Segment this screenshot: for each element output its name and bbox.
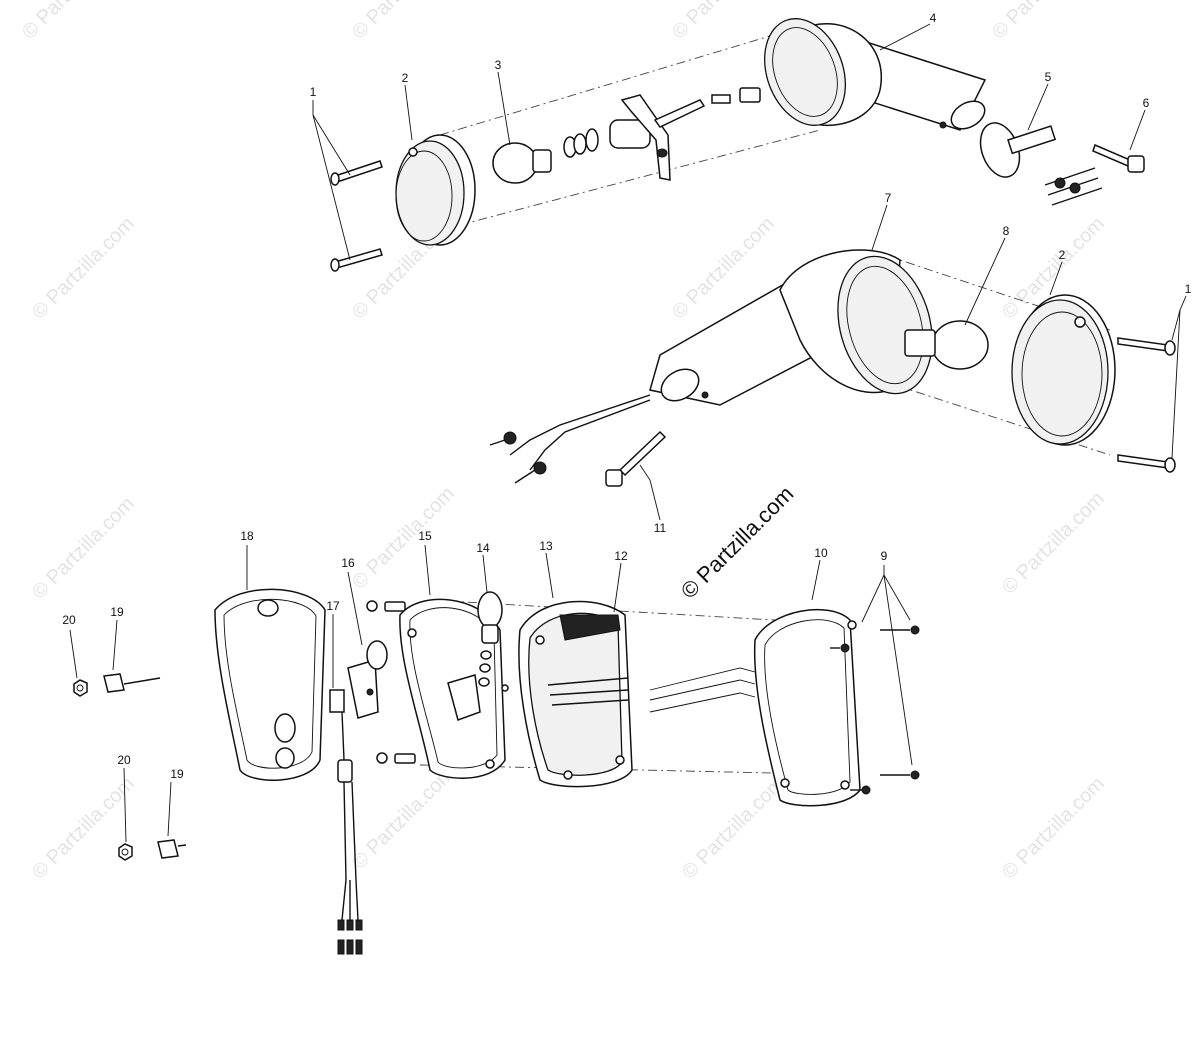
nut-part [73,679,88,697]
alignment-line [459,129,821,226]
tail-lens-part [518,600,633,788]
nut-part [118,843,133,861]
callout-16: 16 [341,556,355,570]
callout-20: 20 [62,613,76,627]
tail-light-assembly [73,588,920,955]
clip-part [157,839,187,859]
socket-part [609,94,706,181]
watermark: © Partzilla.com [678,773,789,884]
callout-12: 12 [614,549,628,563]
callout-9: 9 [881,549,888,563]
screw-part [1117,454,1176,473]
watermark: © Partzilla.com [348,483,459,594]
callout-15: 15 [418,529,432,543]
grommet-part [979,122,1057,178]
watermark: © Partzilla.com [28,213,139,324]
watermark: © Partzilla.com [348,763,459,874]
watermark: © Partzilla.com [668,0,779,44]
callout-3: 3 [495,58,502,72]
leader-lines [69,23,1187,843]
callout-11: 11 [654,521,667,535]
callout-19: 19 [110,605,124,619]
callout-10: 10 [814,546,828,560]
watermark: © Partzilla.com [998,488,1109,599]
callout-7: 7 [885,191,892,205]
cable-part [489,394,651,484]
callout-13: 13 [539,539,553,553]
callout-2: 2 [1059,248,1066,262]
screw-part [330,160,383,186]
callout-18: 18 [240,529,254,543]
screw-part [830,643,850,653]
screw-part [1117,337,1176,356]
callout-2: 2 [402,71,409,85]
callout-1: 1 [310,85,317,99]
gasket-part [214,588,326,781]
bulb-part [492,142,552,184]
main-watermark: © Partzilla.com [676,481,799,604]
callout-19: 19 [170,767,184,781]
callout-20: 20 [117,753,131,767]
bracket-part [649,667,756,713]
clip-part [103,673,161,693]
watermark: © Partzilla.com [28,773,139,884]
lens-part [395,134,476,246]
bolt-part [366,600,406,612]
bulb-part [447,591,509,721]
screw-part [880,770,920,780]
callout-1: 1 [1185,282,1192,296]
lens-part [1011,294,1116,446]
front-turn-signal-assembly [330,18,1145,272]
screw-part [880,625,920,635]
connector-part [739,87,761,103]
screw-part [330,248,383,272]
bezel-part [753,608,861,807]
socket-part [347,640,388,719]
wiring-harness-part [329,689,363,955]
bolt-part [376,752,416,764]
watermark: © Partzilla.com [998,773,1109,884]
alignment-line [439,29,791,136]
bulb-part [904,320,989,370]
watermark: © Partzilla.com [988,0,1099,44]
callout-5: 5 [1045,70,1052,84]
bolt-part [1092,143,1145,173]
callout-8: 8 [1003,224,1010,238]
watermark: © Partzilla.com [28,493,139,604]
housing-part [763,18,987,131]
screw-part [850,785,871,795]
spring-part [563,128,599,158]
callout-4: 4 [930,11,937,25]
wire-connectors-part [1044,167,1103,206]
watermark: © Partzilla.com [18,0,129,44]
callout-17: 17 [326,599,340,613]
callout-14: 14 [476,541,490,555]
callout-6: 6 [1143,96,1150,110]
bolt-part [605,430,667,487]
watermark: © Partzilla.com [348,0,459,44]
callout-labels: 1 2 3 4 5 6 7 8 2 1 11 18 15 14 13 12 10… [62,11,1191,781]
alignment-line [879,379,1111,456]
rear-turn-signal-assembly [489,249,1176,487]
housing-part [649,249,933,406]
connector-part [711,94,731,104]
